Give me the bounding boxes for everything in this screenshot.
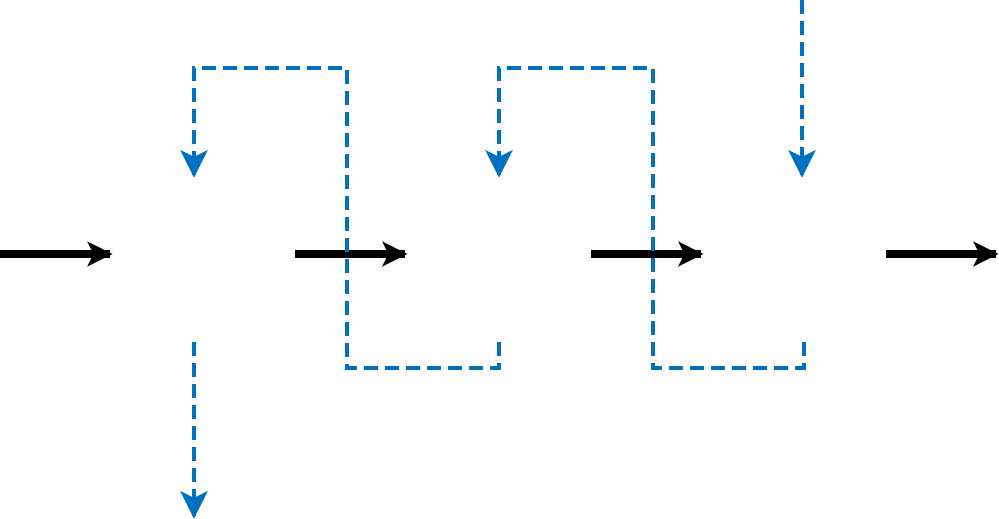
counter-flow-paths bbox=[180, 0, 816, 519]
counter-flow-stage-2-to-stage-1 bbox=[180, 66, 501, 370]
counter-flow-stage-3-to-stage-2 bbox=[485, 66, 806, 370]
